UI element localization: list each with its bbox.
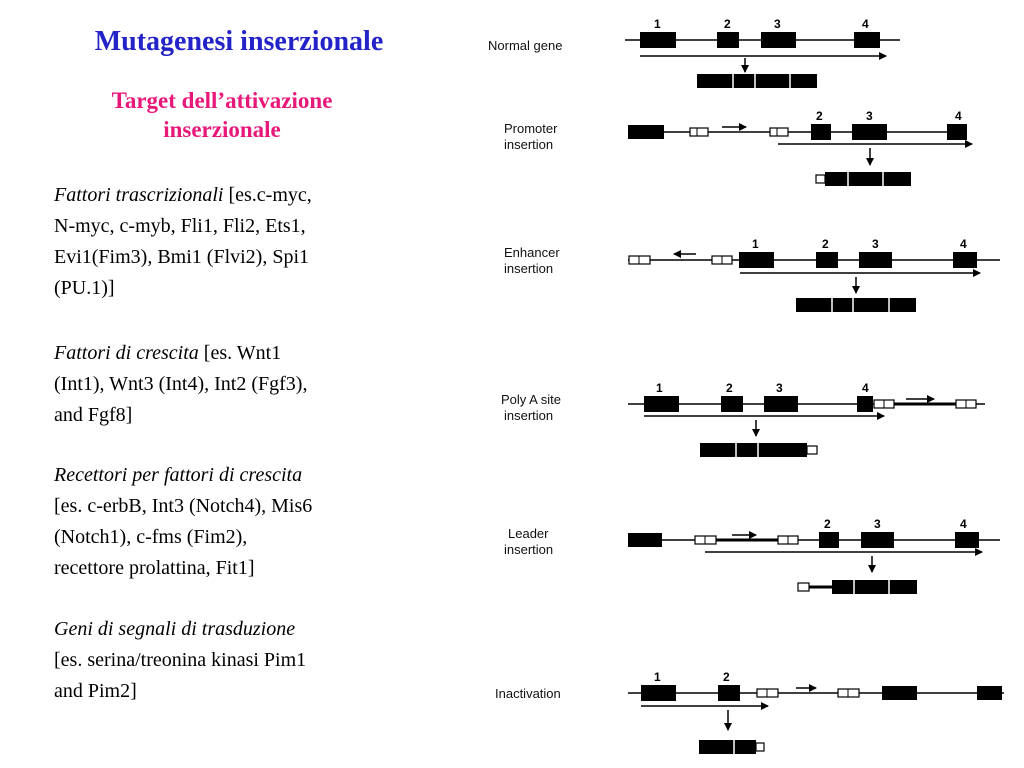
exon-number: 3	[874, 517, 881, 531]
exon-number: 1	[654, 670, 661, 684]
paragraph-heading: Geni di segnali di trasduzione	[54, 618, 296, 640]
row-label: Leader	[508, 526, 549, 541]
exon-number: 4	[960, 237, 967, 251]
exon-2	[819, 532, 839, 548]
ltr-fragment	[815, 174, 826, 184]
provirus-ltr	[689, 127, 709, 137]
ltr-fragment	[755, 742, 765, 752]
exon-number: 3	[872, 237, 879, 251]
exon-4	[854, 32, 880, 48]
subtitle-line-1: Target dell’attivazione	[111, 88, 333, 113]
paragraph-heading: Recettori per fattori di crescita	[54, 464, 303, 486]
paragraph-line: N-myc, c-myb, Fli1, Fli2, Ets1,	[54, 215, 306, 237]
exon-4	[947, 124, 967, 140]
row-polya-site-insertion: Poly A site insertion 1 2 3 4	[501, 381, 985, 457]
row-label: Inactivation	[495, 686, 561, 701]
mrna-product	[700, 443, 807, 457]
exon-3	[861, 532, 894, 548]
row-label: insertion	[504, 137, 553, 152]
exon-number: 3	[776, 381, 783, 395]
paragraph-line: (Int1), Wnt3 (Int4), Int2 (Fgf3),	[54, 373, 308, 395]
exon-number: 1	[656, 381, 663, 395]
row-label: Normal gene	[488, 38, 562, 53]
paragraph-line: [es.c-myc,	[223, 184, 312, 206]
ltr-fragment	[806, 445, 818, 455]
paragraph-growth-factors: Fattori di crescita [es. Wnt1 (Int1), Wn…	[54, 338, 404, 431]
paragraph-line: (Notch1), c-fms (Fim2),	[54, 526, 248, 548]
exon-1	[640, 32, 676, 48]
exon-1	[644, 396, 679, 412]
row-label: Enhancer	[504, 245, 560, 260]
exon-2	[721, 396, 743, 412]
exon-3	[761, 32, 796, 48]
provirus-ltr	[769, 127, 789, 137]
mrna-product	[699, 740, 756, 754]
paragraph-line: [es. serina/treonina kinasi Pim1	[54, 649, 307, 671]
exon-number: 1	[752, 237, 759, 251]
exon-2	[811, 124, 831, 140]
exon-2	[717, 32, 739, 48]
paragraph-line: [es. Wnt1	[198, 342, 282, 364]
exon-number: 2	[726, 381, 733, 395]
exon-number: 1	[654, 17, 661, 31]
row-label: Promoter	[504, 121, 558, 136]
row-label: Poly A site	[501, 392, 561, 407]
exon-number: 4	[862, 381, 869, 395]
row-inactivation: Inactivation 1 2	[495, 670, 1004, 754]
exon-4	[857, 396, 873, 412]
exon-3	[852, 124, 887, 140]
mrna-product	[796, 298, 916, 312]
exon-number: 4	[960, 517, 967, 531]
paragraph-line: and Fgf8]	[54, 404, 133, 426]
exon-number: 2	[822, 237, 829, 251]
exon-number: 2	[723, 670, 730, 684]
exon-2	[816, 252, 838, 268]
slide-title: Mutagenesi inserzionale	[94, 26, 384, 57]
exon-1	[739, 252, 774, 268]
exon-1	[628, 533, 662, 547]
exon-number: 4	[862, 17, 869, 31]
paragraph-transcription-factors: Fattori trascrizionali [es.c-myc, N-myc,…	[54, 180, 404, 304]
row-promoter-insertion: Promoter insertion 2 3 4	[504, 109, 973, 186]
row-normal-gene: Normal gene 1 2 3 4	[488, 17, 900, 88]
paragraph-heading: Fattori di crescita	[54, 342, 199, 364]
exon-number: 3	[866, 109, 873, 123]
row-label: insertion	[504, 542, 553, 557]
paragraph-heading: Fattori trascrizionali	[54, 184, 224, 206]
paragraph-line: (PU.1)]	[54, 277, 115, 299]
exon-1	[641, 685, 676, 701]
row-label: insertion	[504, 408, 553, 423]
exon-number: 3	[774, 17, 781, 31]
paragraph-line: [es. c-erbB, Int3 (Notch4), Mis6	[54, 495, 313, 517]
slide-subtitle: Target dell’attivazione inserzionale	[40, 86, 404, 144]
row-label: insertion	[504, 261, 553, 276]
exon-number: 2	[824, 517, 831, 531]
exon-4	[955, 532, 979, 548]
paragraph-line: Evi1(Fim3), Bmi1 (Flvi2), Spi1	[54, 246, 310, 268]
exon-1	[628, 125, 664, 139]
mrna-product	[832, 580, 917, 594]
row-leader-insertion: Leader insertion 2 3 4	[504, 517, 1000, 594]
exon-number: 4	[955, 109, 962, 123]
exon-2	[718, 685, 740, 701]
mrna-product	[697, 74, 817, 88]
paragraph-signal-transduction: Geni di segnali di trasduzione [es. seri…	[54, 614, 404, 707]
exon-4	[977, 686, 1002, 700]
mrna-product	[825, 172, 911, 186]
exon-number: 2	[724, 17, 731, 31]
exon-number: 2	[816, 109, 823, 123]
paragraph-growth-factor-receptors: Recettori per fattori di crescita [es. c…	[54, 460, 404, 584]
paragraph-line: recettore prolattina, Fit1]	[54, 557, 255, 579]
row-enhancer-insertion: Enhancer insertion 1 2 3 4	[504, 237, 1000, 312]
paragraph-line: and Pim2]	[54, 680, 137, 702]
exon-3	[764, 396, 798, 412]
exon-3	[859, 252, 892, 268]
exon-4	[953, 252, 977, 268]
exon-3	[882, 686, 917, 700]
subtitle-line-2: inserzionale	[163, 117, 281, 142]
ltr-fragment	[797, 582, 810, 592]
